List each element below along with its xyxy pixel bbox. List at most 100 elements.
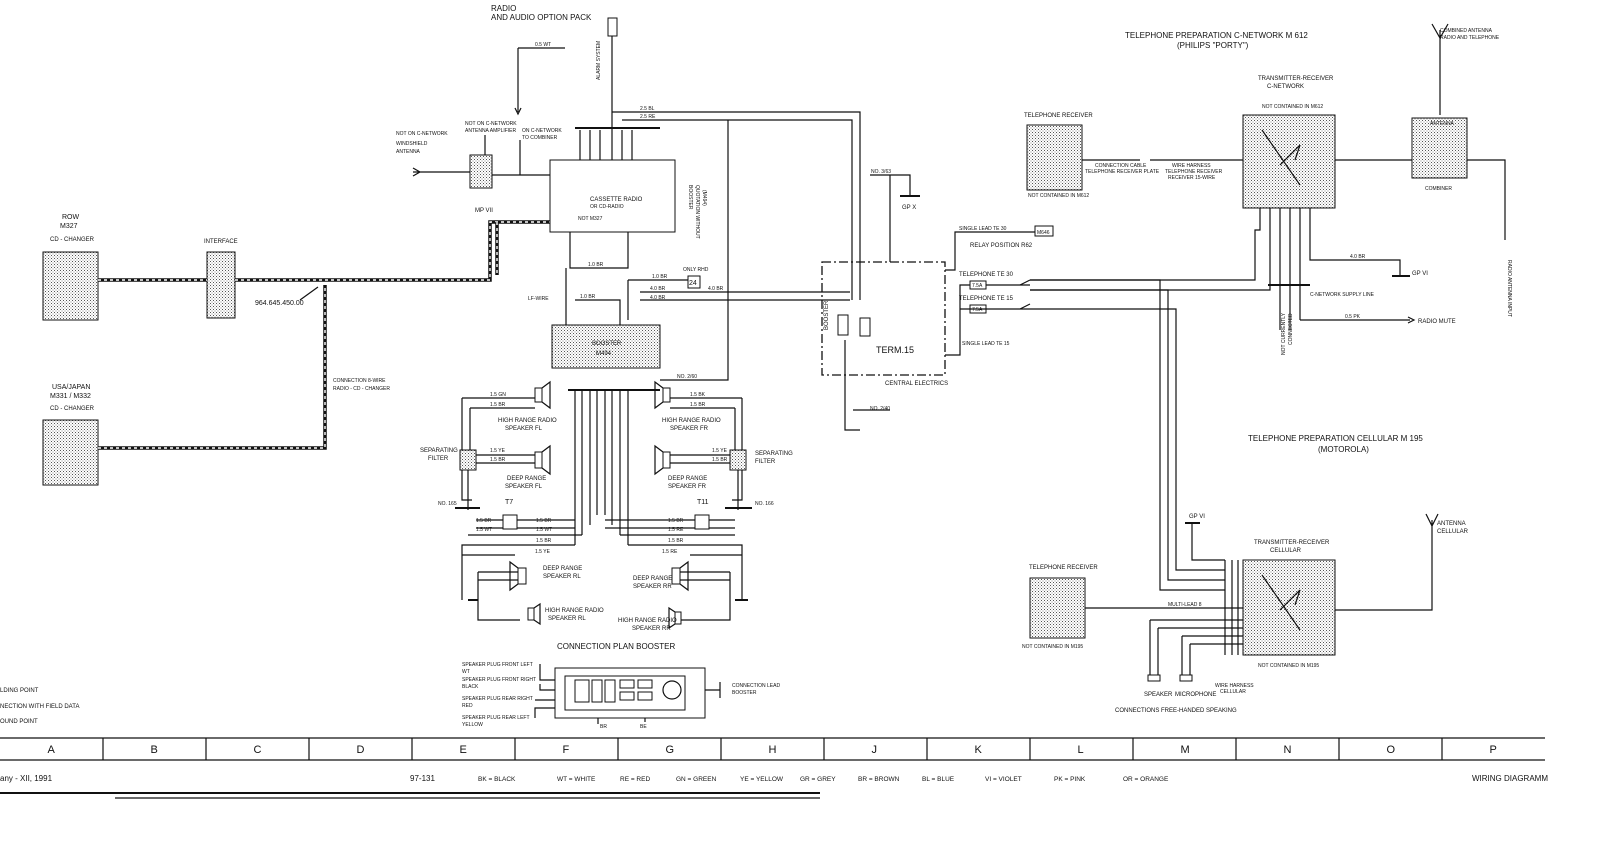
svg-text:TRANSMITTER-RECEIVER: TRANSMITTER-RECEIVER <box>1258 76 1334 82</box>
svg-text:RED: RED <box>462 703 473 709</box>
grid-column-label: O <box>1387 744 1396 756</box>
svg-text:TRANSMITTER-RECEIVER: TRANSMITTER-RECEIVER <box>1254 540 1330 546</box>
svg-text:BR: BR <box>600 724 607 730</box>
svg-text:MP VII: MP VII <box>475 208 493 214</box>
svg-text:RADIO - CD - CHANGER: RADIO - CD - CHANGER <box>333 386 390 392</box>
svg-text:NOT M327: NOT M327 <box>578 216 603 222</box>
svg-text:C-NETWORK: C-NETWORK <box>1267 84 1304 90</box>
svg-text:RADIO AND TELEPHONE: RADIO AND TELEPHONE <box>1440 35 1500 41</box>
svg-text:TELEPHONE PREPARATION CELLULAR: TELEPHONE PREPARATION CELLULAR M 195 <box>1248 434 1423 443</box>
svg-text:NECTION WITH FIELD DATA: NECTION WITH FIELD DATA <box>0 704 79 710</box>
svg-text:CONNECTION 8-WIRE: CONNECTION 8-WIRE <box>333 378 386 384</box>
grid-column-label: D <box>357 744 365 756</box>
svg-text:1.0 BR: 1.0 BR <box>580 294 596 300</box>
svg-text:(MOTOROLA): (MOTOROLA) <box>1318 445 1369 454</box>
color-legend-item: VI = VIOLET <box>985 776 1022 783</box>
svg-text:CONNECTION LEAD: CONNECTION LEAD <box>732 683 780 689</box>
speakers-front: 1.5 GN 1.5 BR HIGH RANGE RADIO SPEAKER F… <box>420 380 793 545</box>
color-legend-item: RE = RED <box>620 776 650 783</box>
cd-changer-usa: USA/JAPAN M331 / M332 CD - CHANGER <box>42 384 99 486</box>
svg-text:SPEAKER RR: SPEAKER RR <box>633 584 672 590</box>
svg-text:M494: M494 <box>596 351 612 357</box>
svg-text:4.0 BR: 4.0 BR <box>650 295 666 301</box>
svg-text:DEEP RANGE: DEEP RANGE <box>507 476 546 482</box>
svg-text:CELLULAR: CELLULAR <box>1270 548 1302 554</box>
svg-text:RADIO: RADIO <box>491 4 516 13</box>
svg-text:SPEAKER: SPEAKER <box>1144 692 1173 698</box>
svg-text:SPEAKER RR: SPEAKER RR <box>632 626 671 632</box>
svg-text:1.5 YE: 1.5 YE <box>712 448 728 454</box>
speakers-rear: 1.5 YE 1.5 RE DEEP RANGE SPEAKER RL DEEP… <box>461 534 748 632</box>
svg-text:WIRE HARNESS: WIRE HARNESS <box>1172 163 1211 169</box>
svg-text:COMBINER: COMBINER <box>1425 186 1452 192</box>
svg-text:M331 / M332: M331 / M332 <box>50 393 91 400</box>
svg-text:DEEP RANGE: DEEP RANGE <box>543 566 582 572</box>
svg-text:RADIO ANTENNA INPUT: RADIO ANTENNA INPUT <box>1506 260 1512 317</box>
grid-column-label: P <box>1490 744 1497 756</box>
svg-text:RECEIVER 15-WIRE: RECEIVER 15-WIRE <box>1168 175 1216 181</box>
svg-text:(PHILIPS "PORTY"): (PHILIPS "PORTY") <box>1177 41 1249 50</box>
color-legend-item: YE = YELLOW <box>740 776 784 783</box>
interface-module: INTERFACE <box>204 239 238 319</box>
svg-text:0.5 WT: 0.5 WT <box>535 42 551 48</box>
svg-text:ON C-NETWORK: ON C-NETWORK <box>522 128 562 134</box>
svg-text:1.5 WT: 1.5 WT <box>476 527 492 533</box>
svg-text:1.5 RE: 1.5 RE <box>668 527 684 533</box>
svg-text:WINDSHIELD: WINDSHIELD <box>396 141 428 147</box>
svg-text:CD - CHANGER: CD - CHANGER <box>50 237 95 243</box>
svg-text:ANTENNA: ANTENNA <box>1430 121 1455 127</box>
svg-text:1.5 RE: 1.5 RE <box>662 549 678 555</box>
grid-column-label: E <box>460 744 467 756</box>
svg-text:SINGLE LEAD TE 15: SINGLE LEAD TE 15 <box>962 341 1010 347</box>
svg-text:1.5 YE: 1.5 YE <box>535 549 551 555</box>
grid-column-label: L <box>1078 744 1084 756</box>
grid-column-label: K <box>975 744 983 756</box>
svg-text:WIRE HARNESS: WIRE HARNESS <box>1215 683 1254 689</box>
svg-text:TO COMBINER: TO COMBINER <box>522 135 558 141</box>
svg-text:TELEPHONE TE 30: TELEPHONE TE 30 <box>959 272 1014 278</box>
svg-text:1.5 BR: 1.5 BR <box>668 538 684 544</box>
svg-text:NO. 165: NO. 165 <box>438 501 457 507</box>
svg-text:964.645.450.00: 964.645.450.00 <box>255 300 304 307</box>
svg-text:OR CD-RADIO: OR CD-RADIO <box>590 204 624 210</box>
svg-text:SPEAKER PLUG FRONT LEFT: SPEAKER PLUG FRONT LEFT <box>462 662 533 668</box>
svg-text:ALARM SYSTEM: ALARM SYSTEM <box>596 41 602 80</box>
svg-text:CENTRAL ELECTRICS: CENTRAL ELECTRICS <box>885 381 948 387</box>
svg-text:1.5 BK: 1.5 BK <box>690 392 706 398</box>
svg-text:BE: BE <box>640 724 647 730</box>
svg-text:4.0 BR: 4.0 BR <box>708 286 724 292</box>
svg-text:C-NETWORK SUPPLY LINE: C-NETWORK SUPPLY LINE <box>1310 292 1375 298</box>
svg-text:SPEAKER FL: SPEAKER FL <box>505 426 543 432</box>
grid-column-label: F <box>563 744 570 756</box>
grid-column-label: J <box>872 744 878 756</box>
svg-text:GP VI: GP VI <box>1189 514 1205 520</box>
svg-text:SPEAKER PLUG REAR LEFT: SPEAKER PLUG REAR LEFT <box>462 715 530 721</box>
svg-text:NOT CONTAINED IN M195: NOT CONTAINED IN M195 <box>1022 644 1083 650</box>
svg-text:BLACK: BLACK <box>462 684 479 690</box>
svg-text:NOT CONTAINED IN M195: NOT CONTAINED IN M195 <box>1258 663 1319 669</box>
svg-text:FILTER: FILTER <box>428 456 449 462</box>
svg-text:4.0 BR: 4.0 BR <box>1350 254 1366 260</box>
color-legend-item: GR = GREY <box>800 776 836 783</box>
svg-text:1.5 BR: 1.5 BR <box>490 457 506 463</box>
svg-text:SEPARATING: SEPARATING <box>420 448 458 454</box>
svg-text:SPEAKER FR: SPEAKER FR <box>670 426 709 432</box>
svg-text:ANTENNA: ANTENNA <box>1437 521 1466 527</box>
svg-text:USA/JAPAN: USA/JAPAN <box>52 384 90 391</box>
svg-text:1.0 BR: 1.0 BR <box>652 274 668 280</box>
svg-text:RELAY POSITION R62: RELAY POSITION R62 <box>970 243 1033 249</box>
svg-text:CONNECTION PLAN BOOSTER: CONNECTION PLAN BOOSTER <box>557 642 675 651</box>
svg-text:1.5 BR: 1.5 BR <box>712 457 728 463</box>
booster-module: BOOSTER M494 LF-WIRE 1.0 BR 1.0 BR 24 ON… <box>528 120 810 391</box>
svg-text:AND AUDIO OPTION PACK: AND AUDIO OPTION PACK <box>491 13 592 22</box>
svg-text:(M494): (M494) <box>701 190 707 206</box>
telephone-cellular: TELEPHONE PREPARATION CELLULAR M 195 (MO… <box>1022 434 1469 714</box>
svg-text:COMBINED ANTENNA: COMBINED ANTENNA <box>1440 28 1493 34</box>
svg-text:TELEPHONE PREPARATION C-NETWOR: TELEPHONE PREPARATION C-NETWORK M 612 <box>1125 31 1308 40</box>
svg-text:SPEAKER PLUG REAR RIGHT: SPEAKER PLUG REAR RIGHT <box>462 696 533 702</box>
grid-column-label: C <box>254 744 262 756</box>
svg-text:ONLY RHD: ONLY RHD <box>683 267 709 273</box>
